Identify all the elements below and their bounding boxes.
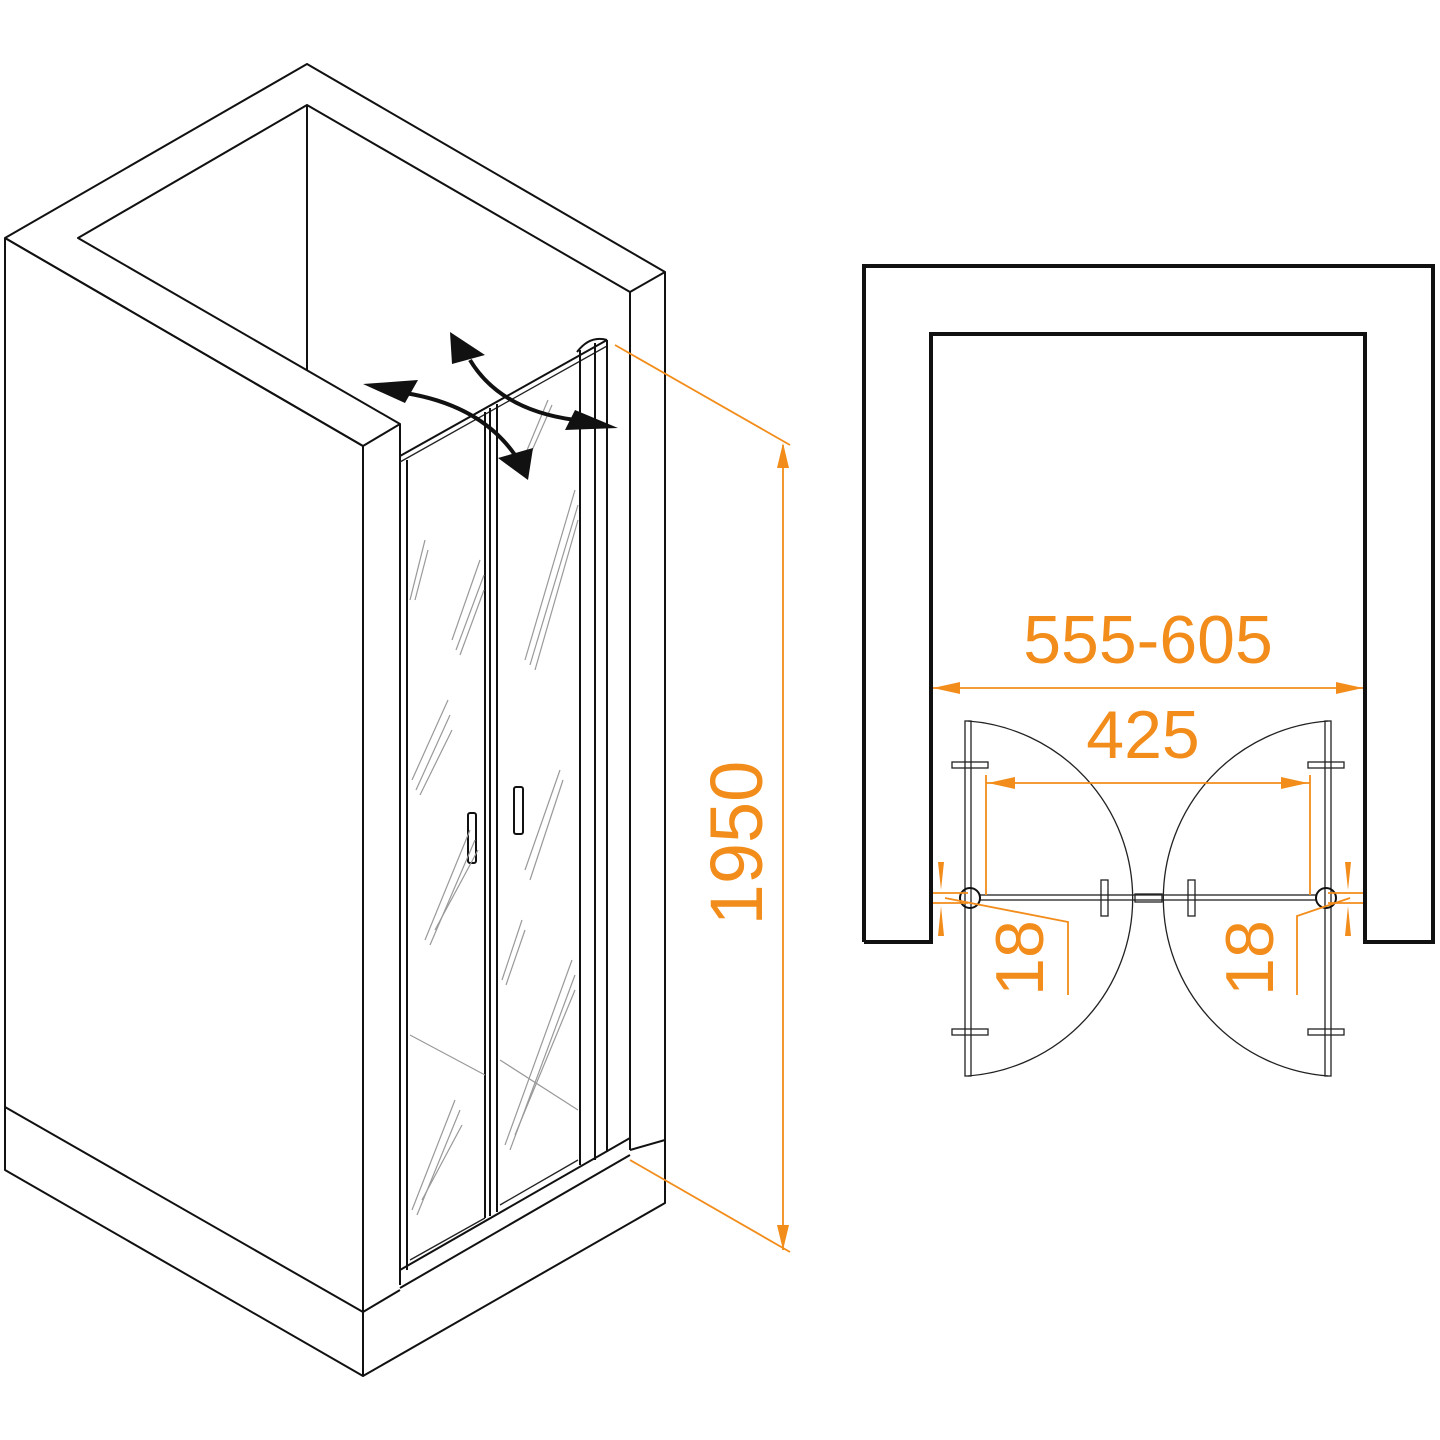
height-label: 1950 bbox=[695, 761, 778, 926]
left-hinge bbox=[959, 887, 981, 909]
opening-dimension: 425 bbox=[985, 697, 1311, 895]
width-dimension: 555-605 bbox=[933, 602, 1363, 694]
swing-arrows bbox=[363, 332, 618, 480]
height-dimension: 1950 bbox=[614, 344, 791, 1253]
plan-doors bbox=[951, 720, 1345, 1077]
left-offset-dimension: 18 bbox=[933, 862, 1069, 996]
right-door-handle[interactable] bbox=[513, 786, 524, 835]
plan-walls bbox=[862, 264, 1435, 944]
left-door-panel bbox=[409, 408, 491, 1261]
left-offset-label: 18 bbox=[982, 920, 1058, 996]
width-range-label: 555-605 bbox=[1023, 602, 1273, 678]
left-door-handle[interactable] bbox=[467, 812, 477, 864]
plan-view: 555-605 425 18 18 bbox=[862, 264, 1435, 1077]
right-hinge bbox=[1315, 887, 1337, 909]
door-frame bbox=[399, 337, 608, 1270]
right-offset-label: 18 bbox=[1212, 920, 1288, 996]
base-tray bbox=[4, 1106, 666, 1377]
opening-label: 425 bbox=[1086, 697, 1199, 773]
right-door-panel bbox=[496, 399, 579, 1212]
walls bbox=[4, 63, 666, 1312]
right-offset-dimension: 18 bbox=[1212, 862, 1363, 996]
isometric-view: 1950 bbox=[4, 63, 791, 1377]
